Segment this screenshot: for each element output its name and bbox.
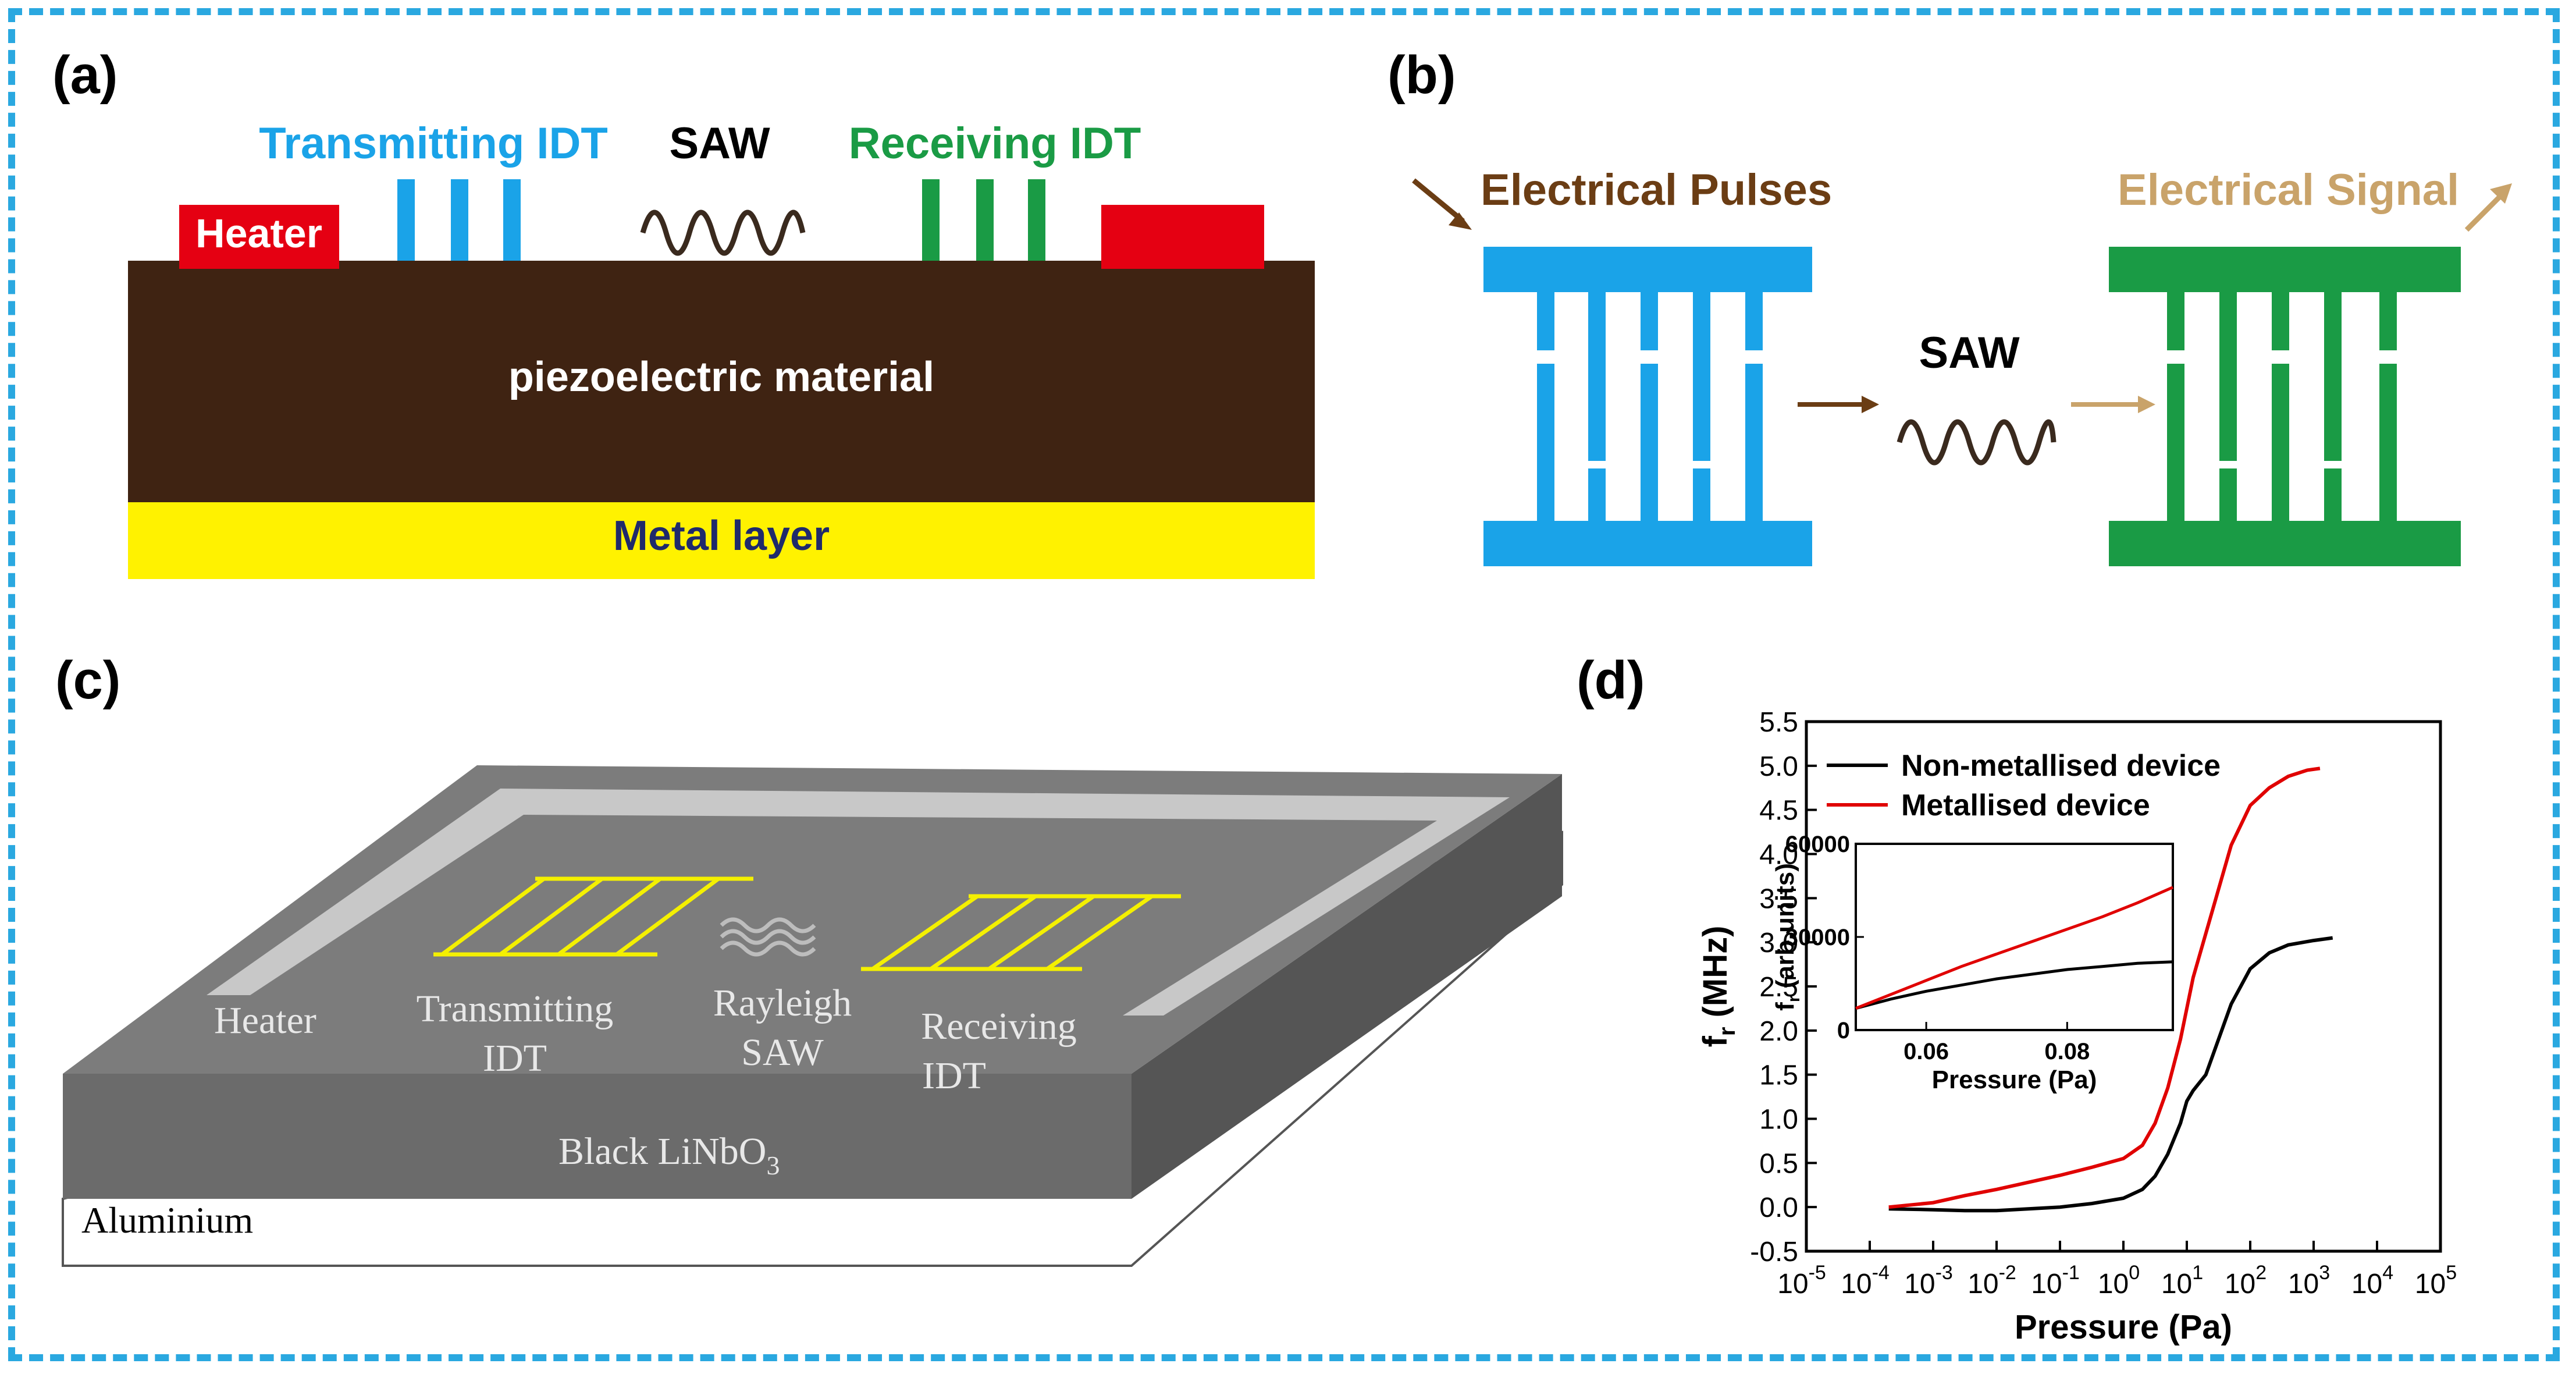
inset-x-tick-label: 0.08 [2044, 1039, 2090, 1064]
piezoelectric-layer [128, 261, 1315, 502]
heater-label-a: Heater [195, 211, 322, 256]
linbo3-right-side [1132, 774, 1562, 1199]
x-tick-label: 10-5 [1777, 1262, 1826, 1300]
inset-y-tick-label: 0 [1837, 1018, 1850, 1043]
x-tick-label: 101 [2161, 1262, 2203, 1300]
x-tick-label: 100 [2098, 1262, 2140, 1300]
inset-series-line-2 [1855, 886, 2174, 1010]
y-tick-label: 1.5 [1759, 1060, 1798, 1091]
receiving-idt-label: Receiving IDT [849, 119, 1141, 168]
y-tick-label: 2.5 [1759, 972, 1798, 1003]
saw-wave-a [640, 210, 806, 256]
y-tick-label: 3.5 [1759, 883, 1798, 914]
y-tick-label: 4.5 [1759, 796, 1798, 826]
right-idt [2109, 247, 2461, 566]
heater-label-c: Heater [214, 999, 316, 1042]
metal-layer-label: Metal layer [613, 513, 830, 559]
metal-layer [128, 502, 1315, 579]
panel-b: (b) Electrical Pulses Electrical Signal … [1387, 45, 2512, 566]
inset-y-tick-label: 30000 [1785, 925, 1850, 950]
aluminium-label: Aluminium [81, 1199, 253, 1241]
panel-c-labels: Heater Transmitting IDT Rayleigh SAW Rec… [214, 982, 1077, 1180]
inset-y-axis-label: fr (arb.units) [1771, 863, 1803, 1011]
x-tick-label: 103 [2288, 1262, 2330, 1300]
saw-in-arrow [2071, 396, 2155, 413]
inset-x-tick-label: 0.06 [1903, 1039, 1949, 1064]
transmitting-idt-c [433, 876, 753, 957]
panel-b-label: (b) [1387, 45, 1456, 105]
linbo3-side [63, 1074, 1132, 1199]
inset-x-axis-label: Pressure (Pa) [1932, 1066, 2097, 1094]
y-tick-label: 1.0 [1759, 1105, 1798, 1135]
rayleigh-wave-c [720, 917, 816, 957]
transmitting-label-c: Transmitting [417, 988, 614, 1030]
saw-out-arrow [1798, 396, 1879, 413]
y-tick-label: 3.0 [1759, 928, 1798, 958]
x-tick-label: 10-1 [2031, 1262, 2080, 1300]
receiving-label-c: Receiving [921, 1005, 1077, 1048]
saw-label-b: SAW [1919, 328, 2019, 378]
piezo-label: piezoelectric material [508, 354, 934, 400]
legend-label: Non-metallised device [1901, 749, 2221, 783]
dashed-border [8, 8, 2560, 1361]
y-tick-label: 2.0 [1759, 1016, 1798, 1047]
y-tick-label: -0.5 [1750, 1237, 1798, 1268]
inset-y-tick-label: 60000 [1785, 832, 1850, 857]
electrical-signal-label: Electrical Signal [2118, 165, 2459, 215]
y-tick-label: 5.5 [1759, 707, 1798, 738]
x-tick-label: 10-3 [1904, 1262, 1953, 1300]
legend-label: Metallised device [1901, 789, 2150, 822]
x-tick-label: 10-4 [1841, 1262, 1890, 1300]
series-line-2 [1888, 766, 2321, 1209]
left-idt [1483, 247, 1812, 566]
idt-label-c2: IDT [922, 1055, 986, 1097]
y-axis-label: fr (MHz) [1696, 926, 1740, 1048]
rayleigh-label-c: Rayleigh [713, 982, 852, 1024]
panel-a: (a) Transmitting IDT SAW Receiving IDT p… [52, 45, 1315, 579]
x-tick-label: 105 [2415, 1262, 2457, 1300]
panel-d-label: (d) [1577, 651, 1645, 710]
x-tick-label: 104 [2351, 1262, 2393, 1300]
y-tick-label: 5.0 [1759, 751, 1798, 782]
receiving-idt-c [861, 894, 1181, 971]
x-tick-label: 10-2 [1967, 1262, 2016, 1300]
y-tick-label: 0.0 [1759, 1192, 1798, 1223]
pulses-arrow [1412, 178, 1472, 230]
inset-frame [1855, 843, 2174, 1031]
series-line-1 [1888, 936, 2333, 1213]
saw-label-a: SAW [669, 119, 770, 168]
transmitting-idt-label: Transmitting IDT [259, 119, 608, 168]
receiving-idt-fingers [922, 179, 1045, 261]
saw-label-c: SAW [741, 1031, 824, 1074]
black-linbo3-label: Black LiNbO3 [558, 1130, 780, 1180]
x-axis-label: Pressure (Pa) [2015, 1308, 2232, 1346]
x-tick-label: 102 [2225, 1262, 2267, 1300]
panel-c-label: (c) [55, 651, 120, 710]
inset-series-line-1 [1855, 960, 2173, 1010]
main-chart: 10-5 10-4 10-3 10-2 10-1 100 101 102 103 104 105 -0… [1696, 707, 2457, 1346]
transmitting-idt-fingers [397, 179, 521, 261]
y-tick-label: 4.0 [1759, 840, 1798, 871]
saw-wave-b [1897, 419, 2056, 466]
y-tick-label: 0.5 [1759, 1148, 1798, 1179]
heater-strip-c [207, 789, 1510, 1016]
idt-label-c1: IDT [483, 1037, 547, 1080]
heater-left [179, 205, 339, 269]
electrical-pulses-label: Electrical Pulses [1481, 165, 1832, 215]
panel-c: (c) [55, 651, 1563, 1267]
panel-a-label: (a) [52, 45, 118, 105]
signal-arrow [2464, 183, 2512, 232]
heater-right [1101, 205, 1264, 269]
